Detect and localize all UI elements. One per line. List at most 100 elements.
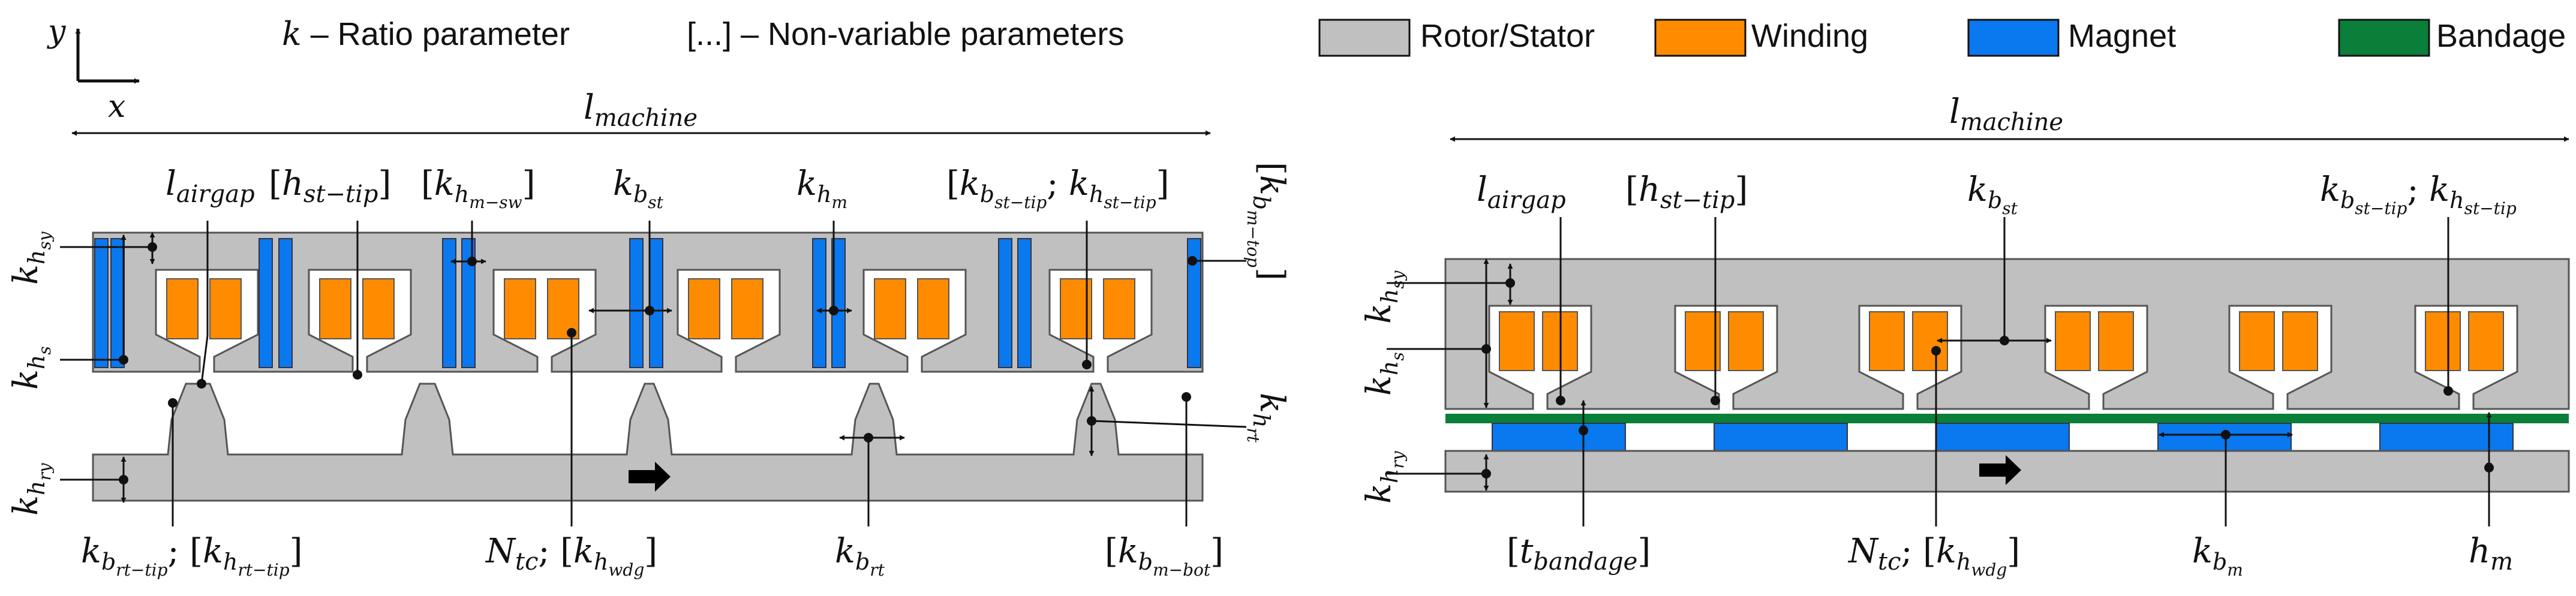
left-winding-coil — [874, 278, 906, 339]
left-magnet-bar — [629, 238, 644, 368]
right-winding-coil — [2425, 311, 2461, 371]
right-label-n-tc: Ntc; [khwdg] — [1847, 532, 2020, 580]
right-magnet-block — [1935, 423, 2070, 453]
left-label-k-hm: khm — [796, 164, 847, 212]
right-winding-coil — [1869, 311, 1905, 371]
left-label-n-tc: Ntc; [khwdg] — [485, 532, 657, 580]
left-lmachine-label: lmachine — [584, 88, 698, 132]
right-label-h-st-tip: [hst−tip] — [1625, 170, 1748, 214]
left-magnet-bar — [258, 238, 273, 368]
right-winding-coil — [1499, 311, 1535, 371]
right-magnets — [1492, 423, 2514, 453]
legend-label-rotor-stator: Rotor/Stator — [1420, 18, 1595, 54]
right-winding-coil — [2468, 311, 2504, 371]
legend-swatch-bandage — [2338, 19, 2430, 57]
right-label-l-airgap: lairgap — [1477, 170, 1566, 214]
left-winding-coil — [688, 278, 720, 339]
right-label-k-bm: kbm — [2192, 532, 2243, 580]
ratio-symbol: k — [282, 15, 302, 53]
left-windings — [166, 278, 1135, 339]
right-label-h-m: hm — [2469, 532, 2513, 576]
ratio-note: k – Ratio parameter — [282, 15, 570, 53]
left-label-k-hs: khs — [7, 346, 55, 390]
left-label-l-airgap: lairgap — [166, 164, 255, 208]
legend-label-winding: Winding — [1751, 18, 1868, 54]
left-magnet-bar — [442, 238, 456, 368]
left-label-k-bst-tip: [kbst−tip; khst−tip] — [946, 164, 1170, 212]
left-label-k-bst: kbst — [613, 164, 664, 212]
right-magnet-block — [1492, 423, 1626, 453]
left-winding-coil — [504, 278, 536, 339]
left-machine: lmachine — [7, 88, 1291, 580]
left-magnet-bar — [1017, 238, 1032, 368]
coordinate-axes: y x — [47, 14, 140, 125]
left-magnets — [94, 238, 1201, 368]
left-label-k-hry: khry — [7, 462, 55, 516]
right-lmachine-label: lmachine — [1949, 92, 2063, 136]
legend-label-bandage: Bandage — [2436, 18, 2566, 54]
right-machine: lmachine — [1360, 92, 2570, 580]
left-label-k-bm-top: [kbm−top] — [1243, 162, 1291, 281]
left-rotor — [92, 383, 1204, 502]
right-winding-coil — [2098, 311, 2134, 371]
left-winding-coil — [917, 278, 949, 339]
legend-swatch-rotor-stator — [1318, 19, 1411, 57]
left-magnet-bar — [831, 238, 846, 368]
left-label-k-brt: kbrt — [835, 532, 885, 580]
left-winding-coil — [166, 278, 199, 339]
right-magnet-block — [1714, 423, 1848, 453]
header-notes: k – Ratio parameter [...] – Non-variable… — [282, 15, 1124, 53]
left-annotations — [60, 221, 1247, 526]
axis-y-label: y — [47, 14, 66, 50]
left-magnet-bar — [461, 238, 476, 368]
left-magnet-bar — [998, 238, 1012, 368]
left-stator — [92, 231, 1204, 373]
right-label-k-hsy: khsy — [1360, 270, 1408, 324]
left-magnet-bar — [1187, 238, 1201, 368]
right-winding-coil — [1728, 311, 1764, 371]
nonvar-note: [...] – Non-variable parameters — [687, 16, 1124, 52]
right-label-k-hs: khs — [1360, 352, 1408, 396]
left-label-k-hrt: khrt — [1243, 393, 1291, 443]
right-label-k-bst: kbst — [1967, 170, 2018, 218]
left-winding-coil — [362, 278, 395, 339]
right-label-k-hry: khry — [1360, 450, 1408, 504]
left-winding-coil — [731, 278, 764, 339]
left-leader-dots — [119, 242, 1197, 484]
left-winding-coil — [319, 278, 351, 339]
legend: Rotor/Stator Winding Magnet Bandage — [1318, 18, 2566, 57]
right-winding-coil — [2055, 311, 2091, 371]
right-direction-arrow — [1979, 455, 2021, 485]
right-annotations — [1387, 217, 2492, 526]
left-direction-arrow — [629, 462, 671, 492]
right-stator — [1444, 258, 2570, 410]
left-magnet-bar — [649, 238, 663, 368]
legend-swatch-winding — [1654, 19, 1747, 57]
left-magnet-bar — [812, 238, 826, 368]
right-magnet-block — [2379, 423, 2514, 453]
right-label-t-bandage: [tbandage] — [1507, 532, 1651, 576]
legend-label-magnet: Magnet — [2068, 18, 2176, 54]
left-winding-coil — [1103, 278, 1135, 339]
right-winding-coil — [1685, 311, 1721, 371]
right-leader-dots — [1481, 278, 2494, 478]
left-label-k-hm-sw: [khm−sw] — [421, 164, 536, 212]
left-label-k-hsy: khsy — [7, 231, 55, 285]
left-label-k-brt-tip: kbrt−tip; [khrt−tip] — [81, 532, 303, 580]
nonvar-symbol: [...] — [687, 16, 732, 52]
left-magnet-bar — [110, 238, 125, 368]
right-winding-coil — [2239, 311, 2275, 371]
right-label-k-bst-tip: kbst−tip; khst−tip — [2320, 170, 2517, 218]
legend-swatch-magnet — [1967, 19, 2060, 57]
left-winding-coil — [209, 278, 242, 339]
axis-x-label: x — [108, 89, 125, 125]
right-winding-coil — [2282, 311, 2318, 371]
left-magnet-bar — [94, 238, 109, 368]
right-bandage — [1445, 414, 2569, 423]
nonvar-text: – Non-variable parameters — [732, 16, 1124, 52]
left-magnet-bar — [278, 238, 293, 368]
left-label-k-bm-bot: [kbm−bot] — [1105, 532, 1224, 580]
ratio-text: – Ratio parameter — [302, 16, 570, 52]
